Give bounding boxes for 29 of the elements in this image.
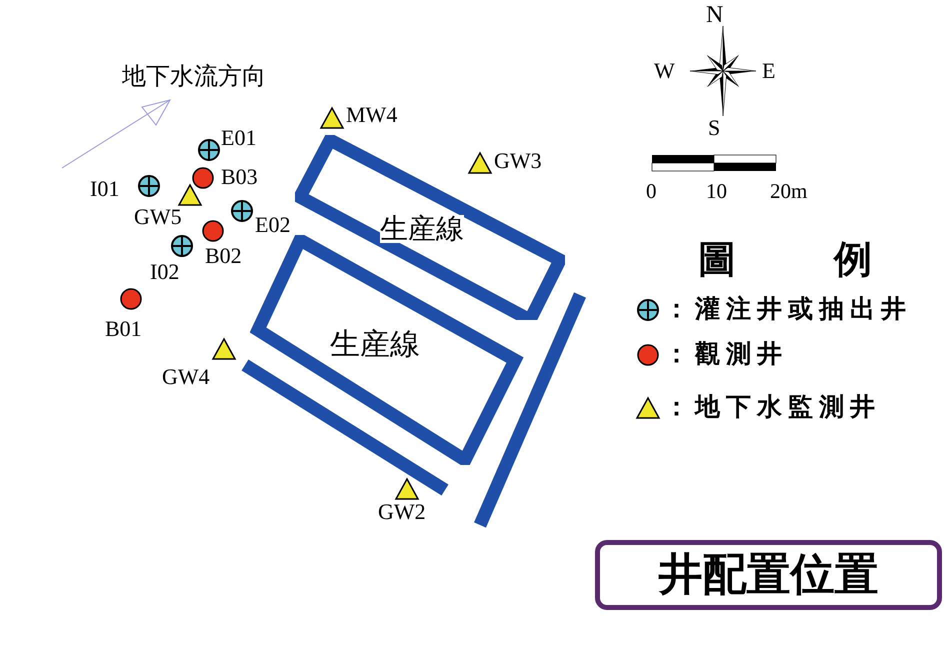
scale-label: 20m [770,181,808,202]
well-label: B01 [105,318,142,340]
well-label: GW4 [162,366,210,388]
legend-text: ：觀測井 [664,341,788,366]
legend-heading: 圖 例 [698,240,902,278]
area-label: 生産線 [330,330,420,360]
well-label: GW2 [378,501,426,523]
compass-letter: E [762,60,776,82]
legend-text: ：地下水監測井 [664,394,881,419]
compass-letter: W [654,60,675,82]
well-label: I01 [90,178,120,200]
well-label: I02 [150,261,180,283]
title-box [595,540,942,610]
well-label: E02 [255,214,290,236]
well-label: GW5 [134,206,182,228]
well-label: E01 [221,127,256,149]
well-label: GW3 [494,150,542,172]
compass-letter: N [706,3,724,27]
area-label: 生産線 [380,215,464,243]
flow-direction-label: 地下水流方向 [122,64,266,88]
well-label: MW4 [346,104,398,126]
scale-label: 10 [706,181,727,202]
well-label: B02 [205,245,242,267]
title-text: 井配置位置 [658,553,878,597]
legend-text: ：灌注井或抽出井 [664,296,912,321]
well-label: B03 [221,166,258,188]
production-line-outline [295,135,565,320]
compass-letter: S [708,117,720,139]
scale-label: 0 [646,181,656,202]
